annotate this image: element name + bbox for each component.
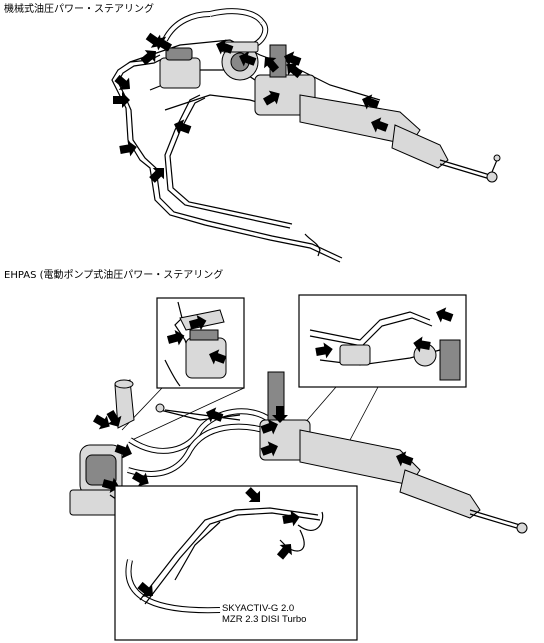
return-hose bbox=[162, 8, 269, 49]
section-title-ehpas: EHPAS (電動ポンプ式油圧パワー・ステアリング bbox=[4, 270, 224, 281]
section-title-mechanical: 機械式油圧パワー・ステアリング bbox=[4, 4, 154, 15]
ehpas-hoses bbox=[109, 408, 272, 505]
pump-inset bbox=[156, 297, 245, 389]
engine-model-line-1: SKYACTIV-G 2.0 bbox=[222, 603, 295, 614]
turbo-inset bbox=[114, 484, 358, 641]
mechanical-diagram bbox=[111, 8, 501, 263]
engine-model-note: SKYACTIV-G 2.0 MZR 2.3 DISI Turbo bbox=[222, 603, 306, 625]
gear-inset bbox=[298, 294, 467, 388]
engine-model-line-2: MZR 2.3 DISI Turbo bbox=[222, 614, 307, 625]
steering-rack-lower bbox=[155, 371, 528, 534]
electric-pump bbox=[69, 379, 135, 516]
ehpas-diagram bbox=[69, 294, 528, 641]
steering-gear bbox=[254, 44, 501, 183]
